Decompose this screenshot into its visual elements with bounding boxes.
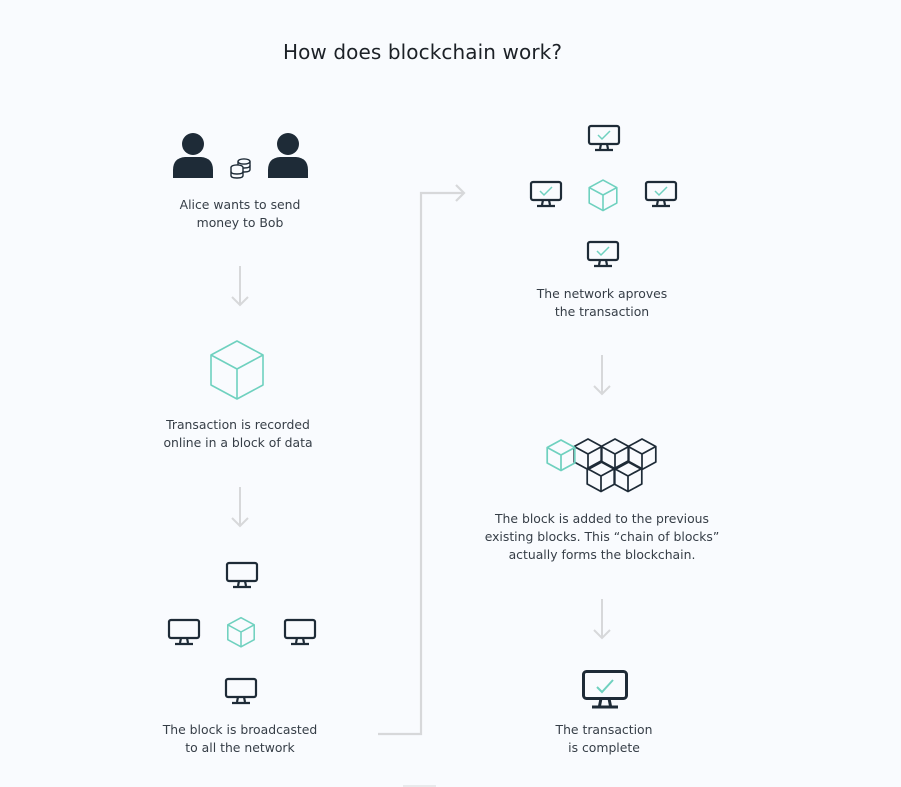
caption-line: Transaction is recorded <box>166 417 310 432</box>
block-cube-icon-large <box>210 340 264 400</box>
chain-block <box>600 438 630 471</box>
caption-line: online in a block of data <box>163 435 313 450</box>
caption-line: is complete <box>568 740 640 755</box>
caption-line: actually forms the blockchain. <box>508 547 696 562</box>
monitor-check-icon-bottom <box>586 240 620 268</box>
monitor-check-icon-right <box>644 180 678 208</box>
monitor-check-icon-large <box>582 670 628 709</box>
block-cube-icon <box>227 616 255 648</box>
coins-icon <box>230 158 251 179</box>
caption-line: money to Bob <box>196 215 284 230</box>
person-icon-bob <box>268 133 308 178</box>
monitor-check-icon-left <box>529 180 563 208</box>
monitor-icon-right <box>283 618 317 646</box>
caption-line: Alice wants to send <box>179 197 301 212</box>
monitor-icon-bottom <box>224 677 258 705</box>
block-chain-icon <box>546 438 657 493</box>
caption-record: Transaction is recorded online in a bloc… <box>138 416 338 452</box>
down-arrow-3 <box>593 355 611 396</box>
caption-approve: The network aproves the transaction <box>502 285 702 321</box>
monitor-icon-top <box>225 561 259 589</box>
page-title: How does blockchain work? <box>282 40 563 64</box>
down-arrow-1 <box>231 266 249 307</box>
caption-broadcast: The block is broadcasted to all the netw… <box>140 721 340 757</box>
chain-block <box>627 438 657 471</box>
step-broadcast-icons <box>167 561 317 705</box>
step-approve-icons <box>529 124 678 268</box>
chain-block <box>613 460 643 493</box>
caption-line: the transaction <box>554 304 650 319</box>
step-send-icons <box>173 133 308 179</box>
caption-complete: The transaction is complete <box>504 721 704 757</box>
caption-line: The transaction <box>555 722 653 737</box>
caption-chain: The block is added to the previous exist… <box>472 510 732 564</box>
person-icon-alice <box>173 133 213 178</box>
chain-block <box>573 438 603 471</box>
chain-block <box>586 460 616 493</box>
block-cube-icon <box>588 179 618 212</box>
caption-send: Alice wants to send money to Bob <box>140 196 340 232</box>
caption-line: The block is added to the previous <box>494 511 709 526</box>
down-arrow-2 <box>231 487 249 528</box>
new-block <box>546 439 576 472</box>
monitor-icon-left <box>167 618 201 646</box>
connector-arrow <box>378 184 466 736</box>
down-arrow-4 <box>593 599 611 640</box>
caption-line: The block is broadcasted <box>162 722 318 737</box>
caption-line: The network aproves <box>536 286 668 301</box>
caption-line: existing blocks. This “chain of blocks” <box>484 529 720 544</box>
monitor-check-icon-top <box>587 124 621 152</box>
caption-line: to all the network <box>185 740 295 755</box>
